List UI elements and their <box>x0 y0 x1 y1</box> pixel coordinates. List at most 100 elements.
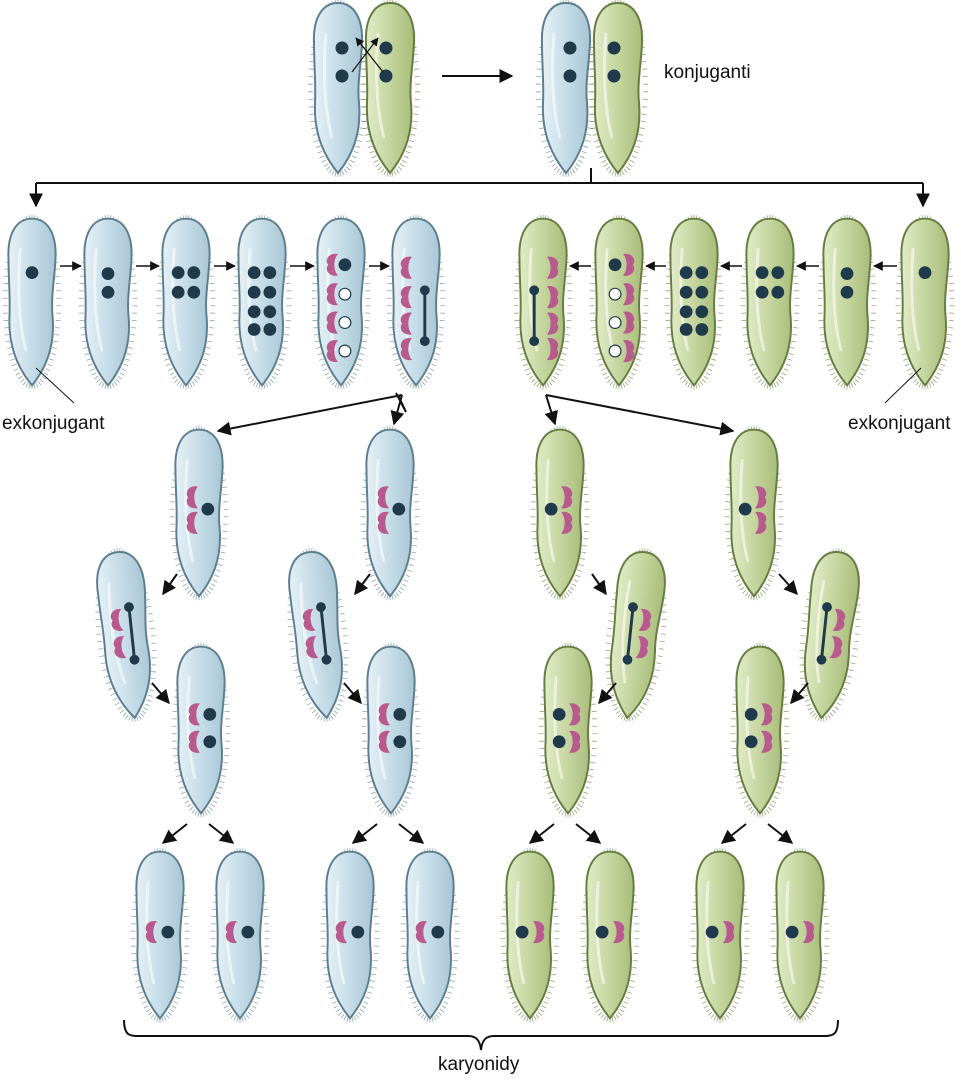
micronucleus-icon <box>679 285 693 299</box>
macronucleus-icon <box>832 608 846 631</box>
micronucleus-icon <box>738 502 752 516</box>
green-arrow-to-spindle-2 <box>778 573 798 596</box>
degenerating-nucleus-icon <box>608 344 622 358</box>
blue-binucleate-2 <box>361 642 421 818</box>
spindle-icon <box>124 602 140 665</box>
micronucleus-icon <box>607 41 621 55</box>
micronucleus-icon <box>431 925 445 939</box>
karyonid-arrow-right-4 <box>767 823 794 844</box>
micronucleus-icon <box>744 707 758 721</box>
karyonid-4 <box>400 847 460 1023</box>
macronucleus-icon <box>113 636 127 659</box>
karyonid-2 <box>210 847 270 1023</box>
macronucleus-icon <box>546 286 559 309</box>
micronucleus-icon <box>247 305 261 319</box>
green-stage-3 <box>740 214 800 390</box>
macronucleus-icon <box>302 608 316 631</box>
micronucleus-icon <box>101 267 115 280</box>
spindle-icon <box>816 602 832 665</box>
green-stage-6 <box>513 214 573 390</box>
exchange-arrow-2 <box>355 37 384 73</box>
micronucleus-icon <box>755 285 769 299</box>
macronucleus-icon <box>829 636 843 659</box>
micronucleus-icon <box>247 266 261 279</box>
micronucleus-icon <box>563 69 577 83</box>
micronucleus-icon <box>785 925 799 939</box>
karyonids-brace <box>123 1019 839 1051</box>
conjugant-pair-2-blue <box>536 0 596 177</box>
green-stage-2 <box>817 214 877 390</box>
micronucleus-icon <box>201 502 215 516</box>
macronucleus-icon <box>754 511 767 534</box>
green-fork-left <box>544 394 558 426</box>
micronucleus-icon <box>187 285 201 299</box>
macronucleus-icon <box>546 337 559 361</box>
green-spindle-cell-2 <box>799 548 861 722</box>
micronucleus-icon <box>392 502 406 516</box>
macronucleus-icon <box>560 511 573 534</box>
karyonid-arrow-right-1 <box>208 823 235 844</box>
micronucleus-icon <box>379 69 393 83</box>
green-stage-4 <box>664 214 724 390</box>
conjugant-pair-1-green <box>360 0 420 177</box>
karyonid-8 <box>770 847 830 1023</box>
blue-stage-3 <box>156 214 216 390</box>
micronucleus-icon <box>515 925 529 939</box>
macronucleus-icon <box>400 337 413 361</box>
micronucleus-icon <box>263 305 277 319</box>
green-fork-right <box>545 394 735 436</box>
karyonid-3 <box>320 847 380 1023</box>
split-line <box>36 168 923 184</box>
macronucleus-icon <box>186 486 199 509</box>
micronucleus-icon <box>679 266 693 279</box>
blue-fork-left <box>216 394 403 436</box>
micronucleus-icon <box>744 735 758 749</box>
green-daughter-2 <box>724 425 784 601</box>
degenerating-nucleus-icon <box>338 287 352 301</box>
macronucleus-icon <box>546 312 559 335</box>
micronucleus-icon <box>241 925 255 939</box>
micronucleus-icon <box>705 925 719 939</box>
green-stage-1 <box>895 214 955 390</box>
micronucleus-icon <box>263 323 277 336</box>
macronucleus-icon <box>635 636 649 659</box>
label-conjugants: konjuganti <box>664 62 751 83</box>
karyonid-arrow-left-1 <box>161 823 188 844</box>
micronucleus-icon <box>552 735 566 749</box>
micronucleus-icon <box>203 707 217 721</box>
macronucleus-icon <box>378 730 391 753</box>
spindle-icon <box>316 602 332 665</box>
karyonid-arrow-left-3 <box>528 823 555 844</box>
karyonid-6 <box>580 847 640 1023</box>
arrows-layer <box>29 37 930 1051</box>
micronucleus-icon <box>351 925 365 939</box>
conjugant-pair-2-green <box>588 0 648 177</box>
spindle-icon <box>419 285 430 347</box>
karyonid-arrow-right-3 <box>575 823 602 844</box>
blue-fork-right <box>390 394 405 426</box>
blue-spindle-cell-1 <box>95 548 157 722</box>
macronucleus-icon <box>377 486 390 509</box>
macronucleus-icon <box>802 920 815 944</box>
degenerating-nucleus-icon <box>338 316 352 330</box>
micronucleus-icon <box>695 323 709 336</box>
blue-arrow-to-spindle-2 <box>354 573 371 596</box>
label-karyonids: karyonidy <box>438 1054 520 1075</box>
degenerating-nucleus-icon <box>608 287 622 301</box>
green-arrow-to-binucleate-2 <box>790 682 809 705</box>
spindle-icon <box>529 285 540 347</box>
green-spindle-cell-1 <box>605 548 667 722</box>
micronucleus-icon <box>247 285 261 299</box>
blue-stage-4 <box>232 214 292 390</box>
macronucleus-icon <box>722 920 735 944</box>
micronucleus-icon <box>679 305 693 319</box>
micronucleus-icon <box>338 258 352 272</box>
micronucleus-icon <box>25 266 39 279</box>
macronucleus-icon <box>760 703 773 726</box>
exconjugant-left-pointer <box>35 367 75 404</box>
micronucleus-icon <box>679 323 693 336</box>
degenerating-nucleus-icon <box>608 316 622 330</box>
macronucleus-icon <box>532 920 545 944</box>
macronucleus-icon <box>377 511 390 534</box>
